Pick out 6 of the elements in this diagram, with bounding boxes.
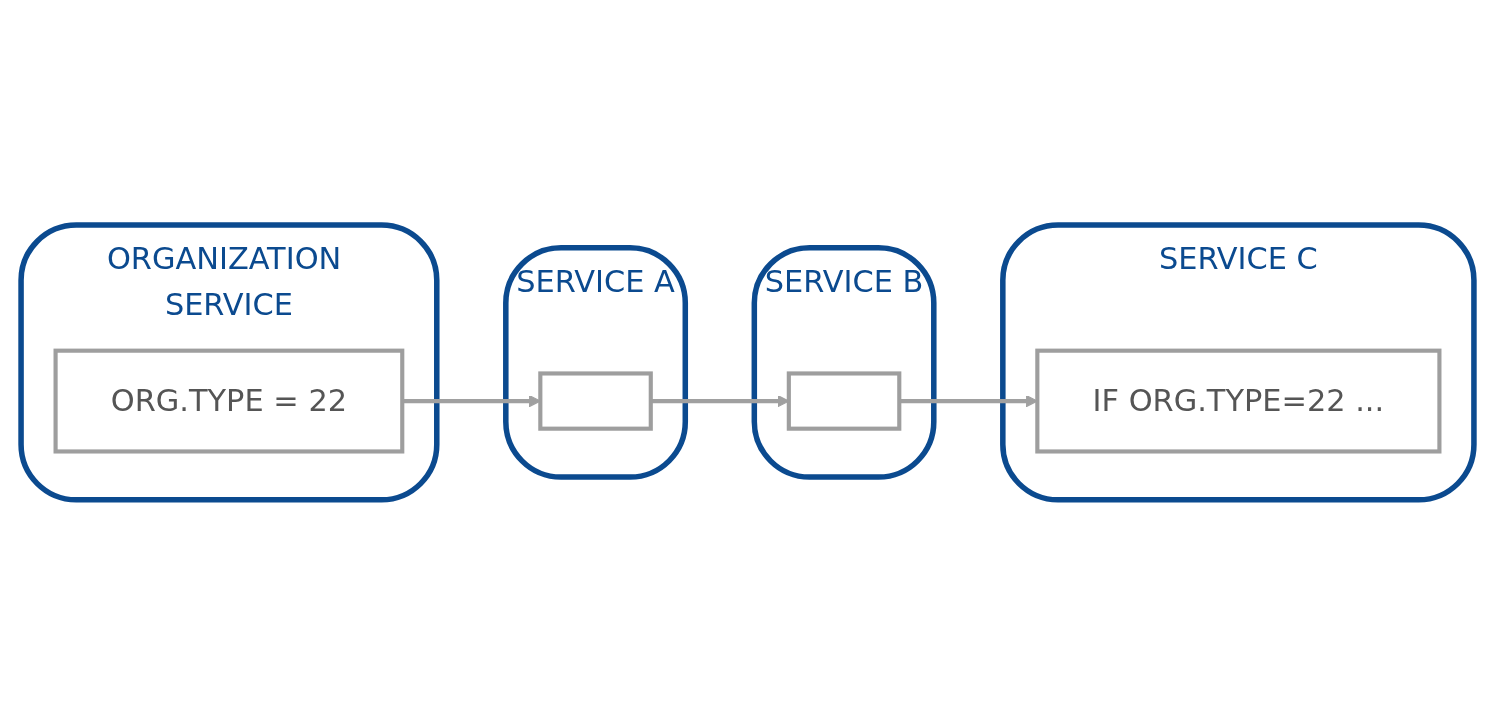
node-box: ORG.TYPE = 22: [53, 348, 405, 454]
node-box: [786, 370, 902, 431]
cluster: SERVICE B: [751, 244, 937, 480]
cluster: SERVICE A: [503, 244, 689, 480]
node-box: IF ORG.TYPE=22 ...: [1035, 348, 1442, 454]
node-box: [538, 370, 653, 431]
